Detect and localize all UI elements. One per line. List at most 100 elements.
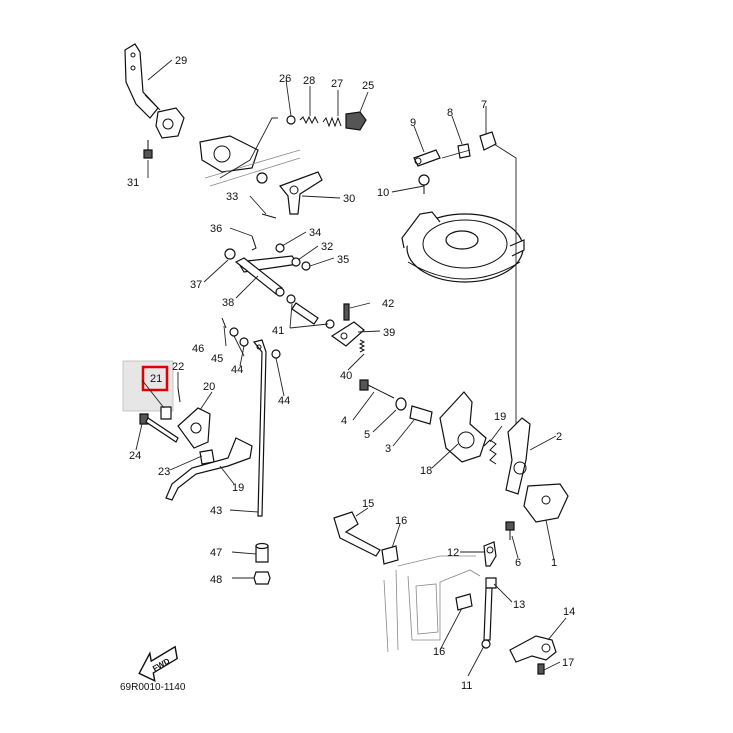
label-part-33[interactable]: 32 bbox=[321, 241, 333, 253]
label-part-30[interactable]: 29 bbox=[175, 55, 187, 67]
label-part-34[interactable]: 33 bbox=[226, 191, 238, 203]
label-part-46[interactable]: 46 bbox=[192, 343, 204, 355]
part-13-nut[interactable] bbox=[485, 577, 497, 589]
part-46-pin[interactable] bbox=[221, 317, 227, 329]
part-8-nut[interactable] bbox=[457, 143, 471, 159]
label-part-16-upper[interactable]: 16 bbox=[395, 515, 407, 527]
part-19-spring[interactable] bbox=[483, 439, 497, 465]
part-43-rod[interactable] bbox=[252, 339, 267, 517]
part-48-nut[interactable] bbox=[253, 571, 271, 585]
part-21-arm[interactable] bbox=[177, 407, 211, 449]
label-part-8[interactable]: 8 bbox=[447, 107, 453, 119]
label-part-23[interactable]: 22 bbox=[172, 361, 184, 373]
label-part-44-right[interactable]: 44 bbox=[278, 395, 290, 407]
label-part-19[interactable]: 19 bbox=[494, 411, 506, 423]
part-18-lever[interactable] bbox=[439, 391, 487, 463]
label-part-39[interactable]: 39 bbox=[383, 327, 395, 339]
label-part-1[interactable]: 1 bbox=[551, 557, 557, 569]
part-10-ball[interactable] bbox=[418, 174, 430, 194]
part-30-throttle-arm[interactable] bbox=[124, 43, 161, 119]
part-38-shaft[interactable] bbox=[234, 257, 285, 297]
label-part-4[interactable]: 4 bbox=[341, 415, 347, 427]
label-part-36[interactable]: 36 bbox=[210, 223, 222, 235]
label-part-9[interactable]: 9 bbox=[410, 117, 416, 129]
part-44-washer-right[interactable] bbox=[271, 349, 281, 359]
part-4-bolt[interactable] bbox=[359, 379, 395, 399]
label-part-27[interactable]: 26 bbox=[279, 73, 291, 85]
label-part-6[interactable]: 6 bbox=[515, 557, 521, 569]
part-26-knob[interactable] bbox=[345, 111, 367, 131]
part-12-rod-end[interactable] bbox=[483, 541, 497, 567]
part-14-arm[interactable] bbox=[509, 635, 557, 663]
part-45-washer[interactable] bbox=[229, 327, 239, 337]
label-part-28[interactable]: 27 bbox=[331, 78, 343, 90]
part-39-arm[interactable] bbox=[330, 321, 365, 347]
part-2-arm[interactable] bbox=[505, 417, 531, 495]
label-part-2[interactable]: 2 bbox=[556, 431, 562, 443]
label-part-42[interactable]: 42 bbox=[382, 298, 394, 310]
part-15-shaft[interactable] bbox=[333, 511, 381, 557]
highlight-box-part-22[interactable] bbox=[141, 365, 169, 392]
part-32-bolt[interactable] bbox=[143, 140, 153, 159]
label-part-12[interactable]: 12 bbox=[447, 547, 459, 559]
label-part-45[interactable]: 45 bbox=[211, 353, 223, 365]
part-27-nut[interactable] bbox=[286, 115, 296, 125]
part-29-spring[interactable] bbox=[299, 115, 319, 125]
part-23-pin[interactable] bbox=[177, 387, 181, 403]
part-37-washer[interactable] bbox=[224, 248, 236, 260]
part-40-spring[interactable] bbox=[358, 339, 366, 353]
part-42-pin[interactable] bbox=[343, 303, 350, 321]
part-25-bolt[interactable] bbox=[139, 413, 179, 443]
part-47-collar[interactable] bbox=[255, 542, 269, 563]
label-part-41[interactable]: 41 bbox=[272, 325, 284, 337]
label-part-29[interactable]: 28 bbox=[303, 75, 315, 87]
part-carb-link-bracket[interactable] bbox=[155, 107, 301, 187]
label-part-44-left[interactable]: 44 bbox=[231, 364, 243, 376]
label-part-38[interactable]: 38 bbox=[222, 297, 234, 309]
label-part-14[interactable]: 14 bbox=[563, 606, 575, 618]
label-part-24[interactable]: 23 bbox=[158, 466, 170, 478]
part-16-bushing-upper[interactable] bbox=[381, 545, 399, 565]
label-part-22[interactable]: 21 bbox=[150, 373, 162, 385]
label-part-3[interactable]: 3 bbox=[385, 443, 391, 455]
label-part-26[interactable]: 25 bbox=[362, 80, 374, 92]
part-9-joint[interactable] bbox=[413, 149, 441, 167]
part-41-washer-a[interactable] bbox=[286, 294, 296, 304]
label-part-47[interactable]: 47 bbox=[210, 547, 222, 559]
part-28-spring[interactable] bbox=[322, 116, 342, 128]
part-34-pin[interactable] bbox=[261, 213, 277, 219]
label-part-48[interactable]: 48 bbox=[210, 574, 222, 586]
part-20-link[interactable] bbox=[165, 437, 253, 501]
part-11-rod[interactable] bbox=[481, 587, 493, 649]
part-5-washer[interactable] bbox=[395, 397, 407, 411]
label-part-35-lower[interactable]: 35 bbox=[337, 254, 349, 266]
part-7-nut[interactable] bbox=[479, 131, 497, 151]
label-part-5[interactable]: 5 bbox=[364, 429, 370, 441]
label-part-10[interactable]: 10 bbox=[377, 187, 389, 199]
label-part-16-lower[interactable]: 16 bbox=[433, 646, 445, 658]
part-44-washer-left[interactable] bbox=[239, 337, 249, 347]
label-part-15[interactable]: 15 bbox=[362, 498, 374, 510]
part-17-pin[interactable] bbox=[537, 663, 545, 675]
part-41-collar[interactable] bbox=[291, 302, 319, 325]
label-part-21[interactable]: 20 bbox=[203, 381, 215, 393]
label-part-11[interactable]: 11 bbox=[461, 680, 472, 692]
part-1-bracket[interactable] bbox=[523, 483, 569, 523]
part-3-collar[interactable] bbox=[409, 405, 433, 425]
label-part-43[interactable]: 43 bbox=[210, 505, 222, 517]
part-16-bushing-lower[interactable] bbox=[455, 593, 473, 611]
label-part-20[interactable]: 19 bbox=[232, 482, 244, 494]
part-35-washer-lower[interactable] bbox=[301, 261, 311, 271]
label-part-32[interactable]: 31 bbox=[127, 177, 139, 189]
part-22-bushing[interactable] bbox=[160, 406, 172, 420]
part-36-pin[interactable] bbox=[251, 235, 257, 251]
label-part-13[interactable]: 13 bbox=[513, 599, 525, 611]
label-part-35-upper[interactable]: 34 bbox=[309, 227, 321, 239]
label-part-7[interactable]: 7 bbox=[481, 99, 487, 111]
label-part-18[interactable]: 18 bbox=[420, 465, 432, 477]
label-part-40[interactable]: 40 bbox=[340, 370, 352, 382]
part-31-lever[interactable] bbox=[279, 171, 323, 215]
label-part-17[interactable]: 17 bbox=[562, 657, 574, 669]
label-part-25[interactable]: 24 bbox=[129, 450, 141, 462]
label-part-31[interactable]: 30 bbox=[343, 193, 355, 205]
